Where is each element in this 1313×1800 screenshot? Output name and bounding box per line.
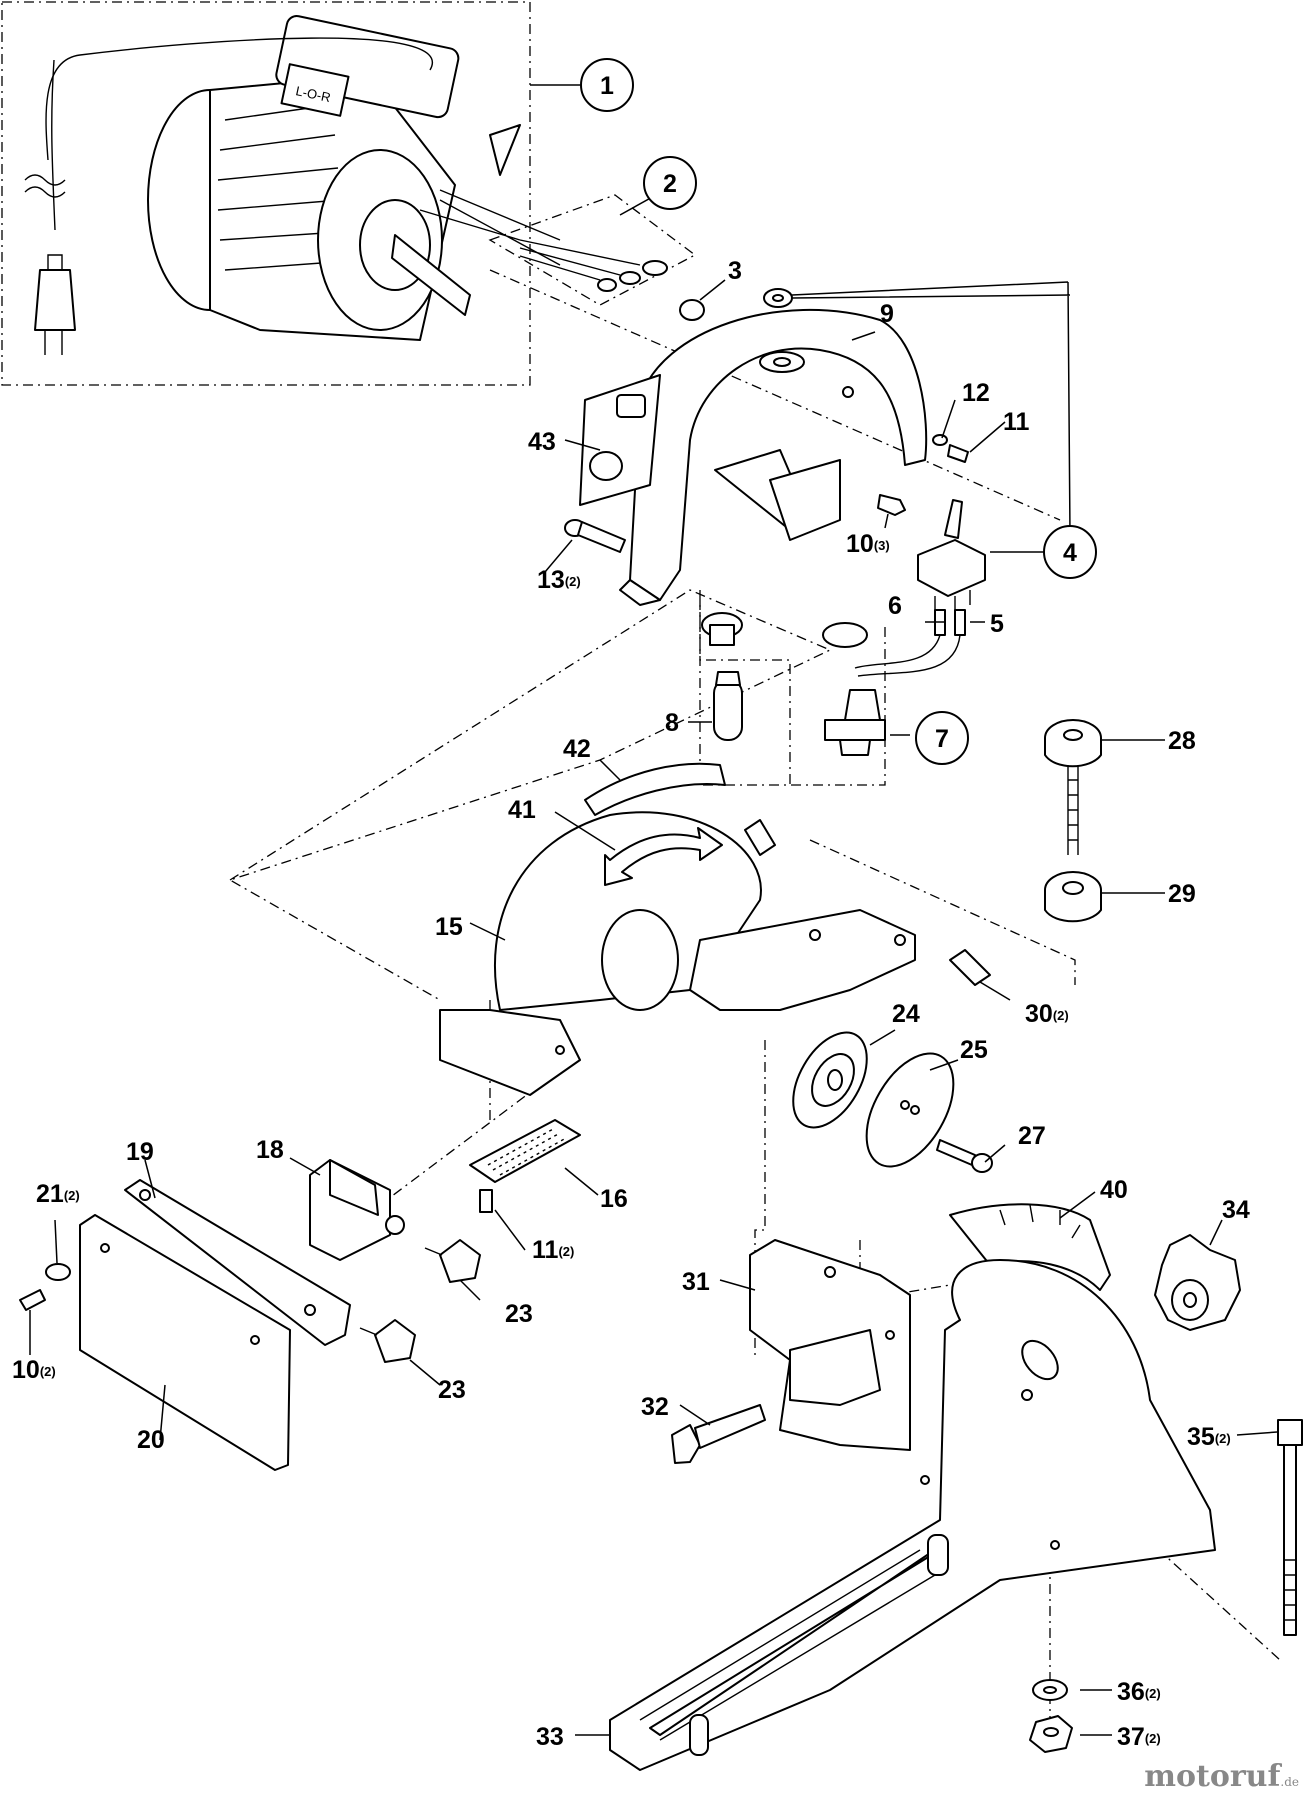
callout-21: 21(2) bbox=[36, 1180, 80, 1208]
grid-plate bbox=[469, 1119, 581, 1183]
callout-29: 29 bbox=[1168, 880, 1196, 908]
grommet bbox=[679, 299, 705, 321]
guard-scale-strip bbox=[584, 762, 726, 816]
clamp-bolt bbox=[671, 1404, 766, 1464]
screw-10-lower bbox=[19, 1289, 46, 1311]
callout-11-b: 11(2) bbox=[532, 1236, 574, 1264]
callout-4: 4 bbox=[1063, 539, 1077, 567]
bolt-13 bbox=[564, 519, 626, 553]
machine-base bbox=[609, 1259, 1216, 1771]
pivot-pin bbox=[949, 949, 991, 986]
callout-25: 25 bbox=[960, 1036, 988, 1064]
upper-guard bbox=[619, 308, 928, 606]
callout-6: 6 bbox=[888, 592, 902, 620]
toggle-switch bbox=[917, 499, 986, 612]
flange-bolt bbox=[936, 1139, 993, 1173]
watermark-tld: .de bbox=[1280, 1775, 1299, 1789]
callout-23-b: 23 bbox=[438, 1376, 466, 1404]
callout-9: 9 bbox=[880, 300, 894, 328]
callout-43: 43 bbox=[528, 428, 556, 456]
lamp-group-box bbox=[699, 600, 791, 785]
cover-plate bbox=[79, 1214, 291, 1471]
callout-5: 5 bbox=[990, 610, 1004, 638]
clamp-block bbox=[749, 1239, 911, 1451]
callout-24: 24 bbox=[892, 1000, 920, 1028]
wire-terminals bbox=[519, 239, 668, 292]
callout-12: 12 bbox=[962, 379, 990, 407]
motor-assembly: L-O-R bbox=[24, 14, 561, 355]
callout-15: 15 bbox=[435, 913, 463, 941]
callout-35: 35(2) bbox=[1187, 1423, 1231, 1451]
flange-outer bbox=[865, 1052, 955, 1168]
leader-lines bbox=[29, 84, 1278, 1736]
guard-to-motor-line bbox=[489, 269, 1061, 521]
callout-18: 18 bbox=[256, 1136, 284, 1164]
callout-36: 36(2) bbox=[1117, 1678, 1161, 1706]
callout-20: 20 bbox=[137, 1426, 165, 1454]
callout-19: 19 bbox=[126, 1138, 154, 1166]
callout-42: 42 bbox=[563, 735, 591, 763]
knob-axis-line bbox=[809, 839, 1076, 985]
callout-11-a: 11 bbox=[1003, 408, 1030, 436]
wire-group-box bbox=[488, 194, 697, 306]
indicator-lamp-socket bbox=[822, 622, 886, 756]
callout-1: 1 bbox=[600, 72, 614, 100]
callout-circle-4 bbox=[1043, 525, 1097, 579]
callout-28: 28 bbox=[1168, 727, 1196, 755]
callout-40: 40 bbox=[1100, 1176, 1128, 1204]
warning-label-plate bbox=[579, 374, 661, 506]
callout-33: 33 bbox=[536, 1723, 564, 1751]
mounting-strip bbox=[124, 1179, 351, 1346]
callout-circle-2 bbox=[643, 156, 697, 210]
screw-11-12 bbox=[932, 434, 969, 463]
long-bolt bbox=[1277, 1419, 1303, 1636]
callout-23-a: 23 bbox=[505, 1300, 533, 1328]
callout-13: 13(2) bbox=[537, 566, 581, 594]
callout-3: 3 bbox=[728, 257, 742, 285]
flange-inner bbox=[792, 1031, 868, 1129]
motor-switch-label: L-O-R bbox=[294, 83, 332, 105]
star-knob-upper bbox=[424, 1239, 481, 1283]
callout-32: 32 bbox=[641, 1393, 669, 1421]
switch-group-box bbox=[699, 590, 886, 786]
knob-screw bbox=[1044, 719, 1102, 855]
callout-2: 2 bbox=[663, 170, 677, 198]
motor-group-box bbox=[1, 1, 531, 386]
nut-37 bbox=[1029, 1715, 1073, 1753]
callout-34: 34 bbox=[1222, 1196, 1250, 1224]
callout-8: 8 bbox=[665, 709, 679, 737]
knob-nut bbox=[1044, 871, 1102, 923]
screw-10 bbox=[877, 494, 906, 516]
callout-10-b: 10(2) bbox=[12, 1356, 56, 1384]
callout-16: 16 bbox=[600, 1185, 628, 1213]
bracket bbox=[309, 1159, 405, 1261]
callout-30: 30(2) bbox=[1025, 1000, 1069, 1028]
power-plug-icon bbox=[34, 269, 76, 331]
watermark: motoruf.de bbox=[1144, 1759, 1299, 1794]
callout-circle-7 bbox=[915, 711, 969, 765]
callout-circle-1 bbox=[580, 58, 634, 112]
callout-27: 27 bbox=[1018, 1122, 1046, 1150]
callout-31: 31 bbox=[682, 1268, 710, 1296]
callout-41: 41 bbox=[508, 796, 536, 824]
callout-37: 37(2) bbox=[1117, 1723, 1161, 1751]
callout-7: 7 bbox=[935, 725, 949, 753]
watermark-brand: motoruf bbox=[1144, 1759, 1281, 1794]
switch-wires bbox=[854, 609, 966, 677]
star-knob-large bbox=[1154, 1234, 1241, 1331]
lower-guard bbox=[439, 811, 916, 1096]
callout-10-a: 10(3) bbox=[846, 530, 890, 558]
indicator-bulb bbox=[701, 612, 743, 741]
star-knob-lower bbox=[359, 1319, 416, 1363]
rotation-arrow-icon bbox=[604, 827, 723, 886]
screw-11 bbox=[479, 1189, 493, 1213]
washer-21 bbox=[45, 1263, 71, 1281]
